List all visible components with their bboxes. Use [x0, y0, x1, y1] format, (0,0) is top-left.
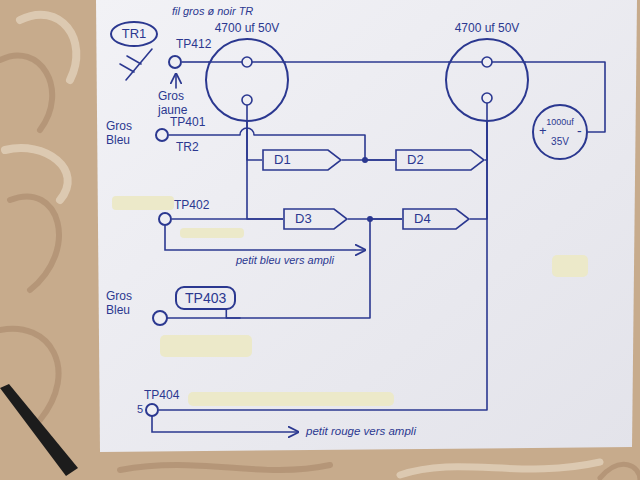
- wire: [470, 122, 487, 219]
- wire-color-note: Gros jaune: [158, 90, 206, 118]
- node-text: 4700 uf 50V: [455, 22, 520, 36]
- pin-number: 5: [137, 403, 143, 416]
- wire: [172, 218, 283, 220]
- node-text: D4: [402, 208, 431, 230]
- node-text: TP403: [185, 290, 226, 306]
- test-point: TP412: [168, 55, 182, 69]
- node-text: 1000uf: [546, 117, 574, 127]
- part-name: TR2: [176, 141, 199, 155]
- wire-note: fil gros ø noir TR: [172, 5, 253, 18]
- hand-drawn-wiring: [120, 49, 525, 432]
- node-text: 4700 uf 50V: [215, 22, 280, 36]
- wire-color-note: Gros Bleu: [106, 290, 152, 318]
- pen: [0, 384, 78, 476]
- wire: [525, 62, 605, 132]
- test-point: TP401: [155, 128, 169, 142]
- capacitor-circle: 4700 uf 50V: [445, 38, 529, 122]
- diode-box: D3: [283, 208, 348, 230]
- capacitor-circle: 4700 uf 50V: [205, 38, 289, 122]
- test-point: TP404: [145, 403, 159, 417]
- diode-outline: [402, 208, 470, 230]
- node-text: D3: [283, 208, 312, 230]
- diode-box: D2: [395, 149, 485, 171]
- node-text: 35V: [551, 136, 569, 148]
- node-text: D1: [262, 149, 291, 171]
- wire: [226, 219, 402, 318]
- node-text: TR1: [122, 27, 147, 42]
- wire-note: petit bleu vers ampli: [236, 254, 334, 267]
- terminal-symbol: [153, 57, 492, 325]
- node-text: +: [539, 124, 547, 139]
- diode-shape: [396, 150, 484, 170]
- diode-shape: [403, 209, 469, 229]
- node-text: D2: [395, 149, 424, 171]
- wire: [182, 61, 209, 63]
- diode-box: D1: [262, 149, 342, 171]
- diode-box: D4: [402, 208, 470, 230]
- wire: [285, 61, 449, 63]
- node-text: TP401: [170, 116, 205, 130]
- wire-color-note: Gros Bleu: [106, 120, 152, 148]
- correction-fluid: [112, 196, 588, 406]
- diode-shape: [284, 209, 347, 229]
- test-point: TP402: [158, 212, 172, 226]
- diode-outline: [283, 208, 348, 230]
- node-text: -: [577, 123, 582, 139]
- node-text: TP402: [174, 199, 209, 213]
- capacitor-circle: +1000uf-35V: [532, 104, 588, 160]
- test-point-box: TP403: [175, 286, 236, 310]
- node-text: TP404: [144, 389, 179, 403]
- diode-shape: [263, 150, 341, 170]
- junction-dot: [362, 157, 373, 222]
- wire-note: petit rouge vers ampli: [306, 425, 416, 438]
- node-text: TP412: [176, 38, 211, 52]
- transformer-oval: TR1: [110, 21, 158, 47]
- wire: [159, 122, 487, 410]
- paper-sheet: [96, 0, 637, 452]
